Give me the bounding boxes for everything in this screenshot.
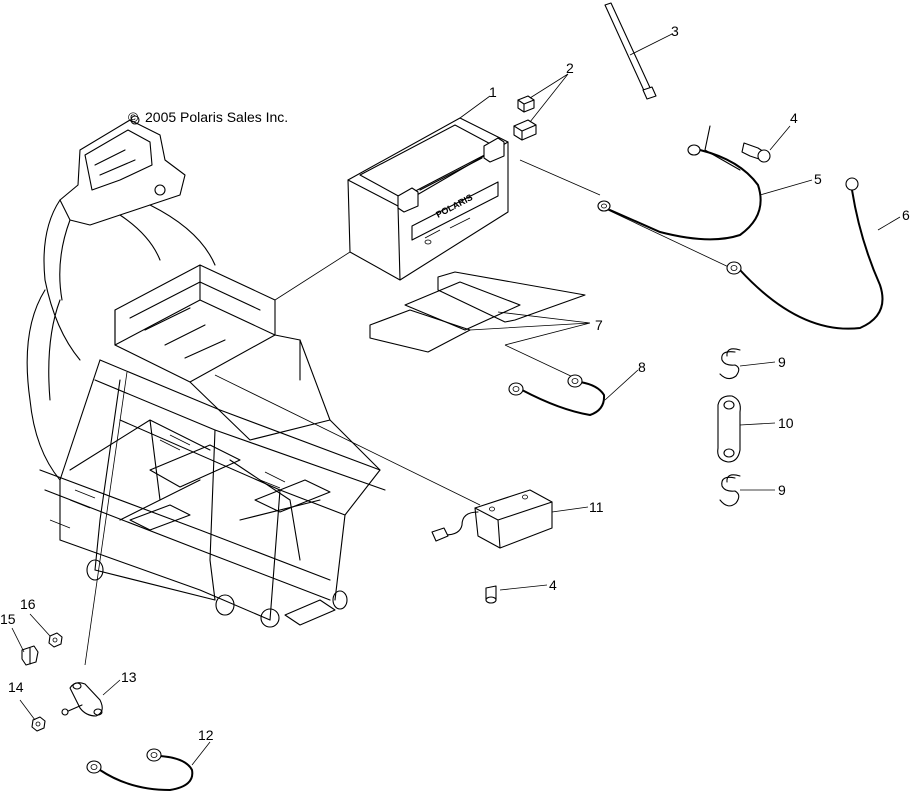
decals: [369, 271, 586, 353]
battery: POLARIS: [347, 117, 509, 281]
terminal-nuts: [513, 95, 537, 141]
electrical-module-11: [431, 489, 553, 549]
callout-6: 6: [902, 207, 910, 223]
callout-13: 13: [121, 669, 137, 685]
callout-labels: 1 2 3 4 5 6 7 8 9 10 9 11 4 12 13 14 15 …: [0, 23, 910, 743]
callout-5: 5: [814, 171, 822, 187]
bolt-upper: [704, 125, 771, 171]
callout-1: 1: [489, 84, 497, 100]
ground-stud-13: [61, 682, 103, 717]
callout-4-upper: 4: [790, 110, 798, 126]
clip-9-upper: [719, 348, 741, 380]
leader-lines: [84, 159, 736, 666]
nut-16: [48, 632, 63, 648]
bolt-15: [21, 645, 39, 666]
callout-10: 10: [778, 415, 794, 431]
callout-9-upper: 9: [778, 354, 786, 370]
callout-15: 15: [0, 611, 16, 627]
ground-cable-8: [508, 374, 606, 417]
fastener-lower: [485, 585, 497, 604]
battery-strap: [604, 2, 657, 100]
callout-14: 14: [8, 679, 24, 695]
callout-11: 11: [589, 499, 604, 515]
callout-3: 3: [671, 23, 679, 39]
nut-14: [31, 716, 46, 732]
battery-cable-5: [597, 144, 762, 241]
callout-12: 12: [198, 727, 214, 743]
callout-4-lower: 4: [549, 577, 557, 593]
callout-8: 8: [638, 359, 646, 375]
callout-9-lower: 9: [778, 482, 786, 498]
copyright-notice: © 2005 Polaris Sales Inc.: [128, 109, 288, 125]
copyright-symbol: ©: [128, 109, 139, 125]
callout-2: 2: [566, 60, 574, 76]
copyright-text: 2005 Polaris Sales Inc.: [145, 109, 288, 125]
callout-7: 7: [595, 317, 603, 333]
battery-cable-6: [726, 177, 884, 330]
link-10: [717, 395, 741, 463]
cable-12: [86, 748, 194, 792]
callout-leaders: [11, 33, 901, 766]
clip-9-lower: [719, 474, 741, 507]
vehicle-frame: [26, 115, 386, 628]
callout-16: 16: [20, 596, 36, 612]
